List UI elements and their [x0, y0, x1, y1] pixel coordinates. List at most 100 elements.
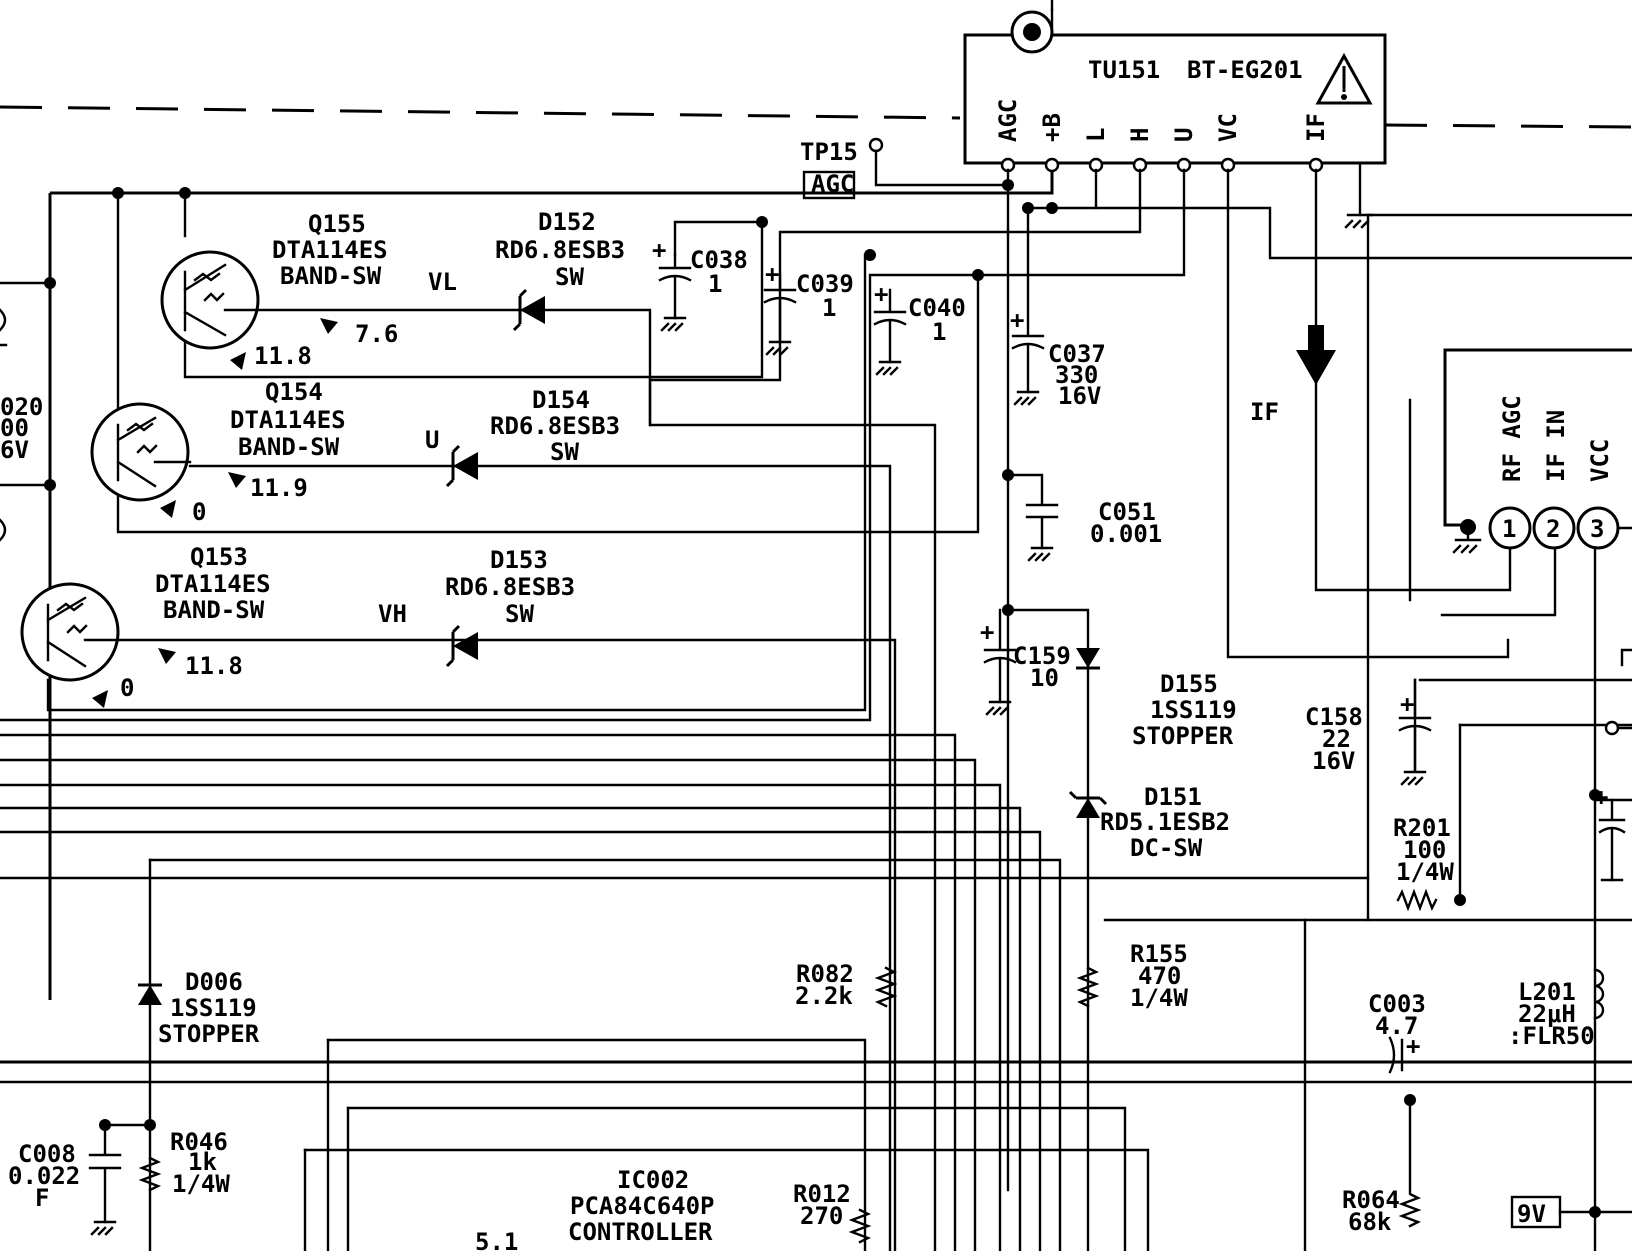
r064-ref: R064 — [1342, 1186, 1400, 1214]
diode-d154: D154 RD6.8ESB3 SW — [445, 386, 620, 488]
tuner-pin-agc-label: AGC — [994, 99, 1022, 142]
tuner-pin-vc-label: VC — [1214, 113, 1242, 142]
capacitor-c020-partial: 020 00 6V — [0, 308, 43, 542]
tuner-pin-h-label: H — [1126, 128, 1154, 142]
r201-watt: 1/4W — [1396, 858, 1454, 886]
resistor-r064: R064 68k — [1342, 1098, 1422, 1236]
c020-volt: 6V — [0, 436, 29, 464]
c159-ref: C159 — [1013, 642, 1071, 670]
capacitor-c159: + C159 10 — [980, 608, 1071, 716]
ic002-controller: IC002 PCA84C640P CONTROLLER — [568, 1166, 715, 1246]
d006-part: 1SS119 — [170, 994, 257, 1022]
diode-d152: D152 RD6.8ESB3 SW — [495, 208, 625, 332]
r155-val: 470 — [1138, 962, 1181, 990]
ic002-func: CONTROLLER — [568, 1218, 713, 1246]
q153-func: BAND-SW — [163, 596, 265, 624]
d006-func: STOPPER — [158, 1020, 260, 1048]
d152-part: RD6.8ESB3 — [495, 236, 625, 264]
q155-ref: Q155 — [308, 210, 366, 238]
capacitor-c038: + C038 1 — [652, 236, 748, 332]
capacitor-c008: C008 0.022 F — [8, 1123, 122, 1236]
svg-text:+: + — [1594, 783, 1608, 811]
q155-v1: 7.6 — [355, 320, 398, 348]
if-module-pin-vcc: VCC — [1586, 439, 1614, 482]
d154-part: RD6.8ESB3 — [490, 412, 620, 440]
svg-text:+: + — [765, 260, 779, 288]
band-label-u: U — [425, 426, 439, 454]
c037-volt: 16V — [1058, 382, 1101, 410]
warning-triangle-icon — [1315, 52, 1373, 105]
r201-ref: R201 — [1393, 814, 1451, 842]
d154-ref: D154 — [532, 386, 590, 414]
svg-text:+: + — [1406, 1032, 1420, 1060]
c008-unit: F — [35, 1184, 49, 1212]
c008-ref: C008 — [18, 1140, 76, 1168]
if-module-num-1: 1 — [1502, 515, 1516, 543]
c037-ref: C037 — [1048, 340, 1106, 368]
capacitor-c040: + C040 1 — [873, 280, 966, 376]
l201-val: 22μH — [1518, 1000, 1576, 1028]
tuner-pin-l-label: L — [1082, 128, 1110, 142]
d151-part: RD5.1ESB2 — [1100, 808, 1230, 836]
d151-func: DC-SW — [1130, 834, 1203, 862]
q154-v1: 11.9 — [250, 474, 308, 502]
resistor-r201: R201 100 1/4W — [1393, 814, 1454, 912]
d153-func: SW — [505, 600, 534, 628]
c038-val: 1 — [708, 270, 722, 298]
r155-watt: 1/4W — [1130, 984, 1188, 1012]
tuner-ref: TU151 — [1088, 56, 1160, 84]
ic002-part: PCA84C640P — [570, 1192, 715, 1220]
c158-val: 22 — [1322, 725, 1351, 753]
if-module-num-3: 3 — [1590, 515, 1604, 543]
c051-ref: C051 — [1098, 498, 1156, 526]
c037-val: 330 — [1055, 361, 1098, 389]
d154-func: SW — [550, 438, 579, 466]
transistor-q154: Q154 DTA114ES BAND-SW 11.9 0 — [90, 378, 346, 526]
tuner-pin-if-label: IF — [1302, 113, 1330, 142]
diode-d155: D155 1SS119 STOPPER — [1076, 648, 1237, 750]
band-label-vl: VL — [428, 268, 457, 296]
c039-ref: C039 — [796, 270, 854, 298]
c040-val: 1 — [932, 318, 946, 346]
r082-ref: R082 — [796, 960, 854, 988]
q153-v2: 0 — [120, 674, 134, 702]
resistor-r012: R012 270 — [793, 1180, 872, 1244]
d152-func: SW — [555, 263, 584, 291]
tuner-pin-b — [1044, 157, 1060, 173]
q153-part: DTA114ES — [155, 570, 271, 598]
q154-part: DTA114ES — [230, 406, 346, 434]
supply-tag-9v: 9V — [1510, 1195, 1632, 1229]
if-module: RF AGC IF IN VCC 1 2 3 + — [1443, 348, 1632, 882]
c159-val: 10 — [1030, 664, 1059, 692]
d155-ref: D155 — [1160, 670, 1218, 698]
d152-ref: D152 — [538, 208, 596, 236]
inductor-l201: L201 22μH :FLR50 — [1508, 968, 1605, 1050]
c020-val: 00 — [0, 414, 29, 442]
r046-val: 1k — [188, 1148, 217, 1176]
c003-ref: C003 — [1368, 990, 1426, 1018]
if-module-pin-ifin: IF IN — [1542, 410, 1570, 482]
capacitor-c003: + C003 4.7 — [1368, 990, 1426, 1074]
tuner-pin-b-label: +B — [1038, 113, 1066, 142]
d006-ref: D006 — [185, 968, 243, 996]
if-module-pin-rfagc: RF AGC — [1498, 395, 1526, 482]
svg-text:+: + — [980, 618, 994, 646]
svg-text:+: + — [1400, 690, 1414, 718]
d153-part: RD6.8ESB3 — [445, 573, 575, 601]
resistor-r082: R082 2.2k — [795, 960, 898, 1010]
d155-func: STOPPER — [1132, 722, 1234, 750]
diode-d006: D006 1SS119 STOPPER — [138, 968, 260, 1048]
r155-ref: R155 — [1130, 940, 1188, 968]
diode-d153: D153 RD6.8ESB3 SW — [445, 546, 575, 668]
c051-val: 0.001 — [1090, 520, 1162, 548]
capacitor-c051: C051 0.001 — [1006, 473, 1162, 562]
q154-func: BAND-SW — [238, 433, 340, 461]
q155-v2: 11.8 — [254, 342, 312, 370]
junction-dots — [44, 179, 1601, 1218]
resistor-r155: R155 470 1/4W — [1076, 940, 1188, 1012]
q155-func: BAND-SW — [280, 262, 382, 290]
transistor-q155: Q155 DTA114ES BAND-SW 7.6 11.8 — [160, 210, 398, 370]
testpoint-tp15: TP15 AGC — [800, 137, 1010, 200]
r012-ref: R012 — [793, 1180, 851, 1208]
